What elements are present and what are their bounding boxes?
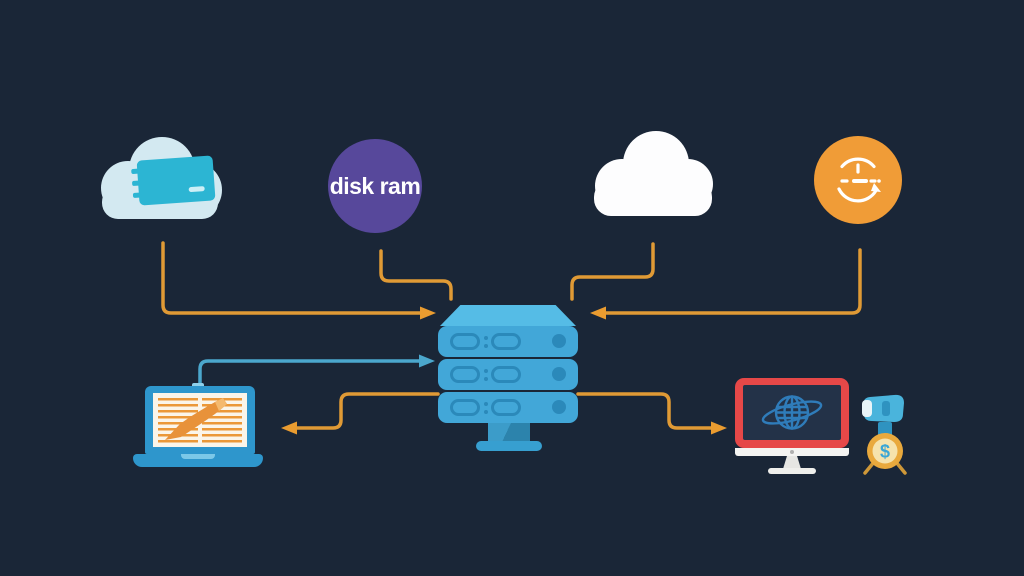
arrowhead-into-laptop — [281, 421, 297, 435]
dollar-sign-label: $ — [880, 442, 890, 462]
drive-slot — [491, 366, 521, 383]
edge-memorycloud-to-server — [161, 241, 422, 315]
monitor-stand-neck — [783, 456, 801, 469]
clock-bottom-arc — [837, 187, 878, 203]
coin-face — [872, 438, 898, 464]
arrowhead-into-monitor — [711, 421, 727, 435]
orange-arrowheads — [281, 306, 727, 435]
arrowhead-into-server-left — [420, 306, 436, 320]
drive-slot — [450, 333, 480, 350]
disk-ram-label: disk ram — [329, 172, 421, 199]
arrowhead-laptop-to-server — [419, 354, 435, 368]
cloud-memory-chip-icon — [101, 137, 222, 219]
clock-dot — [877, 179, 881, 183]
pen-icon — [165, 398, 227, 440]
server-stand-base — [476, 441, 542, 451]
monitor-node — [735, 378, 851, 474]
slot-separator-dot — [484, 369, 488, 373]
edge-laptop-to-server — [198, 359, 421, 386]
slot-separator-dot — [484, 336, 488, 340]
clamp-highlight — [862, 400, 872, 417]
cyan-edge — [198, 354, 435, 386]
globe-icon — [761, 395, 823, 430]
drive-slot — [450, 399, 480, 416]
cloud-icon — [594, 131, 713, 216]
laptop-base — [133, 454, 263, 467]
clock-glyph — [837, 157, 878, 203]
edge-server-to-laptop — [295, 392, 440, 430]
server-top-face — [440, 305, 576, 326]
slot-separator-dot — [484, 377, 488, 381]
clamp-slot — [882, 401, 890, 416]
drive-slot — [491, 399, 521, 416]
slot-separator-dot — [484, 402, 488, 406]
drive-slot — [491, 333, 521, 350]
edge-storagecloud-to-server — [570, 242, 655, 301]
clock-refresh-icon — [837, 157, 881, 203]
memory-chip-icon — [131, 155, 216, 206]
disk-ram-node: disk ram — [328, 139, 422, 233]
edge-diskram-to-server — [379, 249, 453, 301]
monitor-stand-base — [768, 468, 816, 474]
chip-label-stripe — [188, 186, 205, 192]
globe-wireframe — [761, 395, 823, 430]
slot-separator-dot — [484, 344, 488, 348]
status-led — [552, 334, 566, 348]
refresh-arrowhead — [871, 183, 881, 192]
status-led — [552, 400, 566, 414]
pen-tip — [215, 398, 227, 411]
laptop-node — [133, 380, 263, 472]
server-tier — [438, 392, 578, 423]
monitor-logo-dot — [790, 450, 794, 454]
clamp-icon — [862, 394, 904, 438]
clock-top-arc — [840, 157, 876, 169]
server-stand-neck — [488, 423, 530, 442]
server-tier — [438, 326, 578, 357]
server-tier — [438, 359, 578, 390]
server-rack-node — [438, 293, 578, 453]
cloud-shape — [594, 131, 713, 216]
edge-clock-to-server — [604, 248, 862, 315]
pen-body — [165, 398, 227, 440]
arrowhead-into-server-right — [590, 306, 606, 320]
laptop-hinge — [181, 454, 215, 459]
clamp-dollar-coin-icon: $ — [862, 394, 907, 475]
drive-slot — [450, 366, 480, 383]
orange-edge-lines — [161, 241, 862, 430]
globe-orbit-ring — [761, 400, 823, 425]
slot-separator-dot — [484, 410, 488, 414]
backup-clock-node — [814, 136, 902, 224]
status-led — [552, 367, 566, 381]
edge-server-to-monitor — [576, 392, 713, 430]
